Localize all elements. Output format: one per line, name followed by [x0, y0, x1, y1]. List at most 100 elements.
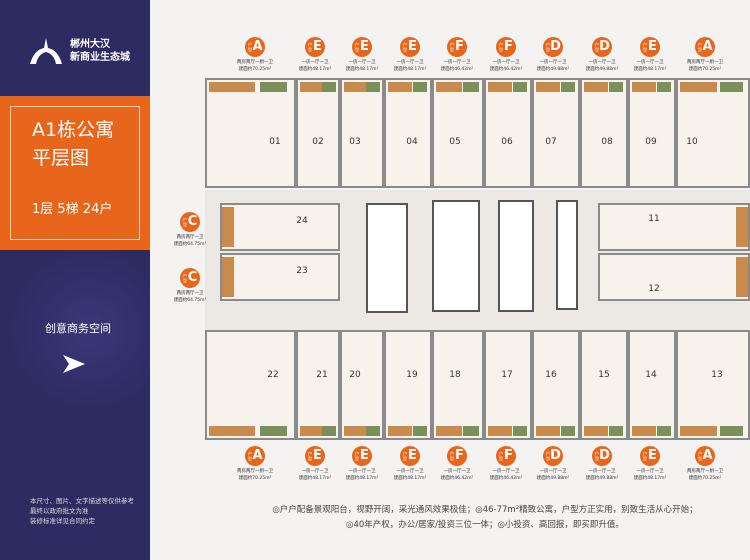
unit-type: E: [360, 448, 369, 463]
stair-core: [432, 200, 480, 312]
brand-line1: 郴州大汉: [70, 39, 110, 50]
unit-area: 建面约70.25m²: [238, 476, 272, 481]
unit-caption: 一房一厅一卫建面约46.42m²: [490, 59, 523, 73]
unit-area: 建面约48.17m²: [633, 67, 667, 72]
unit-area: 建面约46.42m²: [489, 67, 523, 72]
unit-area: 建面约48.17m²: [633, 476, 667, 481]
title-panel: A1栋公寓 平层图 1层 5梯 24户: [0, 96, 150, 250]
unit-04: [384, 78, 432, 188]
unit-area: 建面约46.42m²: [440, 67, 474, 72]
unit-layout: 一房一厅一卫: [539, 60, 567, 65]
unit-layout: 一房一厅一卫: [539, 469, 567, 474]
unit-layout: 两房两厅一卫: [176, 235, 204, 240]
unit-08: [580, 78, 628, 188]
unit-number: 14: [645, 370, 657, 380]
unit-caption: 一房一厅一卫建面约49.88m²: [586, 59, 619, 73]
unit-type: E: [313, 448, 322, 463]
unit-area: 建面约48.17m²: [298, 67, 332, 72]
unit-number: 19: [406, 370, 418, 380]
unit-number: 11: [648, 214, 660, 224]
unit-14: [628, 330, 676, 440]
unit-type: F: [455, 39, 464, 54]
unit-07: [532, 78, 580, 188]
unit-number: 10: [686, 137, 698, 147]
unit-area: 建面约49.88m²: [585, 67, 619, 72]
badge-label: 户型: [643, 42, 647, 52]
unit-caption: 一房一厅一卫建面约48.17m²: [299, 468, 332, 482]
balcony: [344, 426, 366, 436]
unit-area: 建面约70.25m²: [238, 67, 272, 72]
planter: [656, 82, 672, 92]
badge-label: 户型: [546, 451, 550, 461]
unit-21: [296, 330, 340, 440]
planter: [412, 426, 428, 436]
unit-layout: 一房一厅一卫: [301, 60, 329, 65]
unit-area: 建面约48.17m²: [345, 67, 379, 72]
balcony: [680, 82, 717, 92]
unit-20: [340, 330, 384, 440]
badge-label: 户型: [403, 42, 407, 52]
unit-area: 建面约49.88m²: [536, 67, 570, 72]
unit-number: 07: [545, 137, 557, 147]
unit-number: 22: [267, 370, 279, 380]
balcony: [388, 426, 412, 436]
unit-12: [598, 253, 750, 301]
balcony: [300, 82, 322, 92]
unit-type: C: [187, 270, 198, 285]
unit-caption: 两房两厅一厨一卫建面约70.25m²: [237, 59, 273, 73]
features-line1: ◎户户配备景观阳台，视野开阔，采光通风效果极佳；◎46-77m²精致公寓，户型方…: [272, 505, 698, 515]
balcony: [209, 82, 255, 92]
unit-number: 20: [349, 370, 361, 380]
planter: [463, 426, 479, 436]
unit-number: 15: [598, 370, 610, 380]
unit-15: [580, 330, 628, 440]
unit-11: [598, 203, 750, 251]
arrow-icon: [63, 355, 85, 373]
unit-caption: 一房一厅一卫建面约49.88m²: [537, 59, 570, 73]
planter: [463, 82, 479, 92]
stair-core-2: [498, 200, 534, 312]
unit-type: D: [599, 39, 610, 54]
badge-label: 户型: [450, 451, 454, 461]
unit-caption: 一房一厅一卫建面约46.42m²: [441, 468, 474, 482]
unit-layout: 两房两厅一厨一卫: [237, 469, 273, 474]
unit-06: [484, 78, 532, 188]
unit-caption: 两房两厅一厨一卫建面约70.25m²: [687, 59, 723, 73]
unit-layout: 一房一厅一卫: [588, 469, 616, 474]
unit-layout: 一房一厅一卫: [492, 469, 520, 474]
unit-area: 建面约70.25m²: [688, 476, 722, 481]
planter: [656, 426, 672, 436]
brand-logo: 郴州大汉 新商业生态城: [28, 36, 130, 66]
unit-area: 建面约49.88m²: [536, 476, 570, 481]
elevator-shaft-right: [556, 200, 578, 310]
unit-layout: 一房一厅一卫: [348, 469, 376, 474]
planter: [512, 426, 528, 436]
unit-layout: 一房一厅一卫: [636, 60, 664, 65]
badge-label: 户型: [546, 42, 550, 52]
unit-area: 建面约48.17m²: [393, 476, 427, 481]
planter: [412, 82, 428, 92]
unit-layout: 两房两厅一厨一卫: [687, 60, 723, 65]
badge-label: 户型: [248, 42, 252, 52]
unit-type: C: [187, 214, 198, 229]
balcony: [300, 426, 322, 436]
unit-03: [340, 78, 384, 188]
unit-type: E: [313, 39, 322, 54]
unit-layout: 两房两厅一卫: [176, 291, 204, 296]
unit-23: [220, 253, 340, 301]
badge-label: 户型: [698, 42, 702, 52]
balcony: [488, 82, 512, 92]
